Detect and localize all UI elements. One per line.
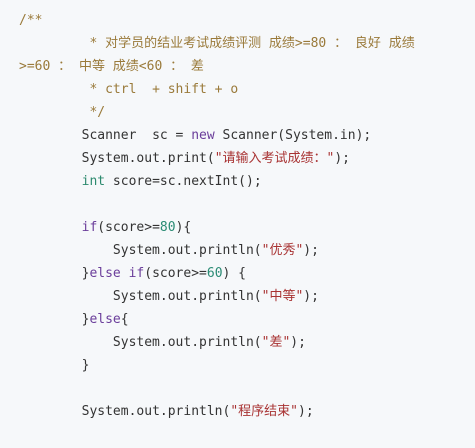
code-indent bbox=[19, 105, 89, 120]
code-token: System.out.print( bbox=[81, 151, 215, 166]
code-indent bbox=[19, 289, 113, 304]
code-token: ) { bbox=[222, 266, 247, 281]
code-line bbox=[0, 193, 475, 216]
code-line: System.out.println("优秀"); bbox=[0, 239, 475, 262]
code-token: "请输入考试成绩：" bbox=[214, 151, 335, 166]
code-indent bbox=[19, 82, 89, 97]
code-token: if bbox=[81, 220, 98, 235]
code-indent bbox=[19, 151, 82, 166]
code-indent bbox=[19, 174, 82, 189]
code-token bbox=[121, 266, 129, 281]
code-lines: /** * 对学员的结业考试成绩评测 成绩>=80 ： 良好 成绩 >=60 ： … bbox=[0, 9, 475, 423]
code-line: System.out.println("中等"); bbox=[0, 285, 475, 308]
code-indent bbox=[19, 128, 82, 143]
code-line: } bbox=[0, 354, 475, 377]
code-token: "差" bbox=[261, 335, 291, 350]
code-token: score=sc.nextInt(); bbox=[105, 174, 262, 189]
code-token: } bbox=[81, 358, 90, 373]
code-token: ); bbox=[334, 151, 350, 166]
code-token: if bbox=[128, 266, 145, 281]
code-token: int bbox=[81, 174, 106, 189]
code-token: ){ bbox=[175, 220, 192, 235]
code-token: >=60 ： 中等 成绩<60 ： 差 bbox=[19, 59, 204, 74]
code-token: "中等" bbox=[261, 289, 304, 304]
code-token: } bbox=[81, 312, 90, 327]
code-token: else bbox=[89, 312, 121, 327]
code-token: (score>= bbox=[144, 266, 207, 281]
code-token: else bbox=[89, 266, 121, 281]
code-line: }else{ bbox=[0, 308, 475, 331]
code-line: * 对学员的结业考试成绩评测 成绩>=80 ： 良好 成绩 bbox=[0, 32, 475, 55]
code-line: int score=sc.nextInt(); bbox=[0, 170, 475, 193]
code-indent bbox=[19, 266, 82, 281]
code-line: }else if(score>=60) { bbox=[0, 262, 475, 285]
code-token: ); bbox=[298, 404, 314, 419]
code-token: System.out.println( bbox=[112, 335, 262, 350]
code-token: ); bbox=[303, 243, 319, 258]
code-indent bbox=[19, 243, 113, 258]
code-token: (score>= bbox=[97, 220, 160, 235]
code-line: System.out.println("差"); bbox=[0, 331, 475, 354]
code-token: 80 bbox=[159, 220, 176, 235]
code-token: * 对学员的结业考试成绩评测 成绩>=80 ： 良好 成绩 bbox=[89, 36, 415, 51]
code-token: } bbox=[81, 266, 90, 281]
code-indent bbox=[19, 404, 82, 419]
code-token: Scanner sc = bbox=[81, 128, 192, 143]
code-token: ); bbox=[290, 335, 306, 350]
code-token: "程序结束" bbox=[230, 404, 298, 419]
code-indent bbox=[19, 220, 82, 235]
code-token: 60 bbox=[206, 266, 223, 281]
code-line: >=60 ： 中等 成绩<60 ： 差 bbox=[0, 55, 475, 78]
code-indent bbox=[19, 312, 82, 327]
code-token: */ bbox=[89, 105, 106, 120]
code-token: Scanner(System.in); bbox=[214, 128, 372, 143]
code-token: System.out.println( bbox=[112, 289, 262, 304]
code-token: System.out.println( bbox=[112, 243, 262, 258]
code-line: Scanner sc = new Scanner(System.in); bbox=[0, 124, 475, 147]
code-line: /** bbox=[0, 9, 475, 32]
code-line: * ctrl + shift + o bbox=[0, 78, 475, 101]
code-line bbox=[0, 377, 475, 400]
code-indent bbox=[19, 335, 113, 350]
code-token: "优秀" bbox=[261, 243, 304, 258]
code-token: { bbox=[120, 312, 129, 327]
code-indent bbox=[19, 358, 82, 373]
code-line: System.out.println("程序结束"); bbox=[0, 400, 475, 423]
code-token: ); bbox=[303, 289, 319, 304]
code-token: /** bbox=[19, 13, 43, 28]
code-line: if(score>=80){ bbox=[0, 216, 475, 239]
code-token: System.out.println( bbox=[81, 404, 231, 419]
code-line: */ bbox=[0, 101, 475, 124]
code-token: * ctrl + shift + o bbox=[89, 82, 239, 97]
code-token: new bbox=[191, 128, 215, 143]
code-indent bbox=[19, 36, 89, 51]
code-line: System.out.print("请输入考试成绩："); bbox=[0, 147, 475, 170]
